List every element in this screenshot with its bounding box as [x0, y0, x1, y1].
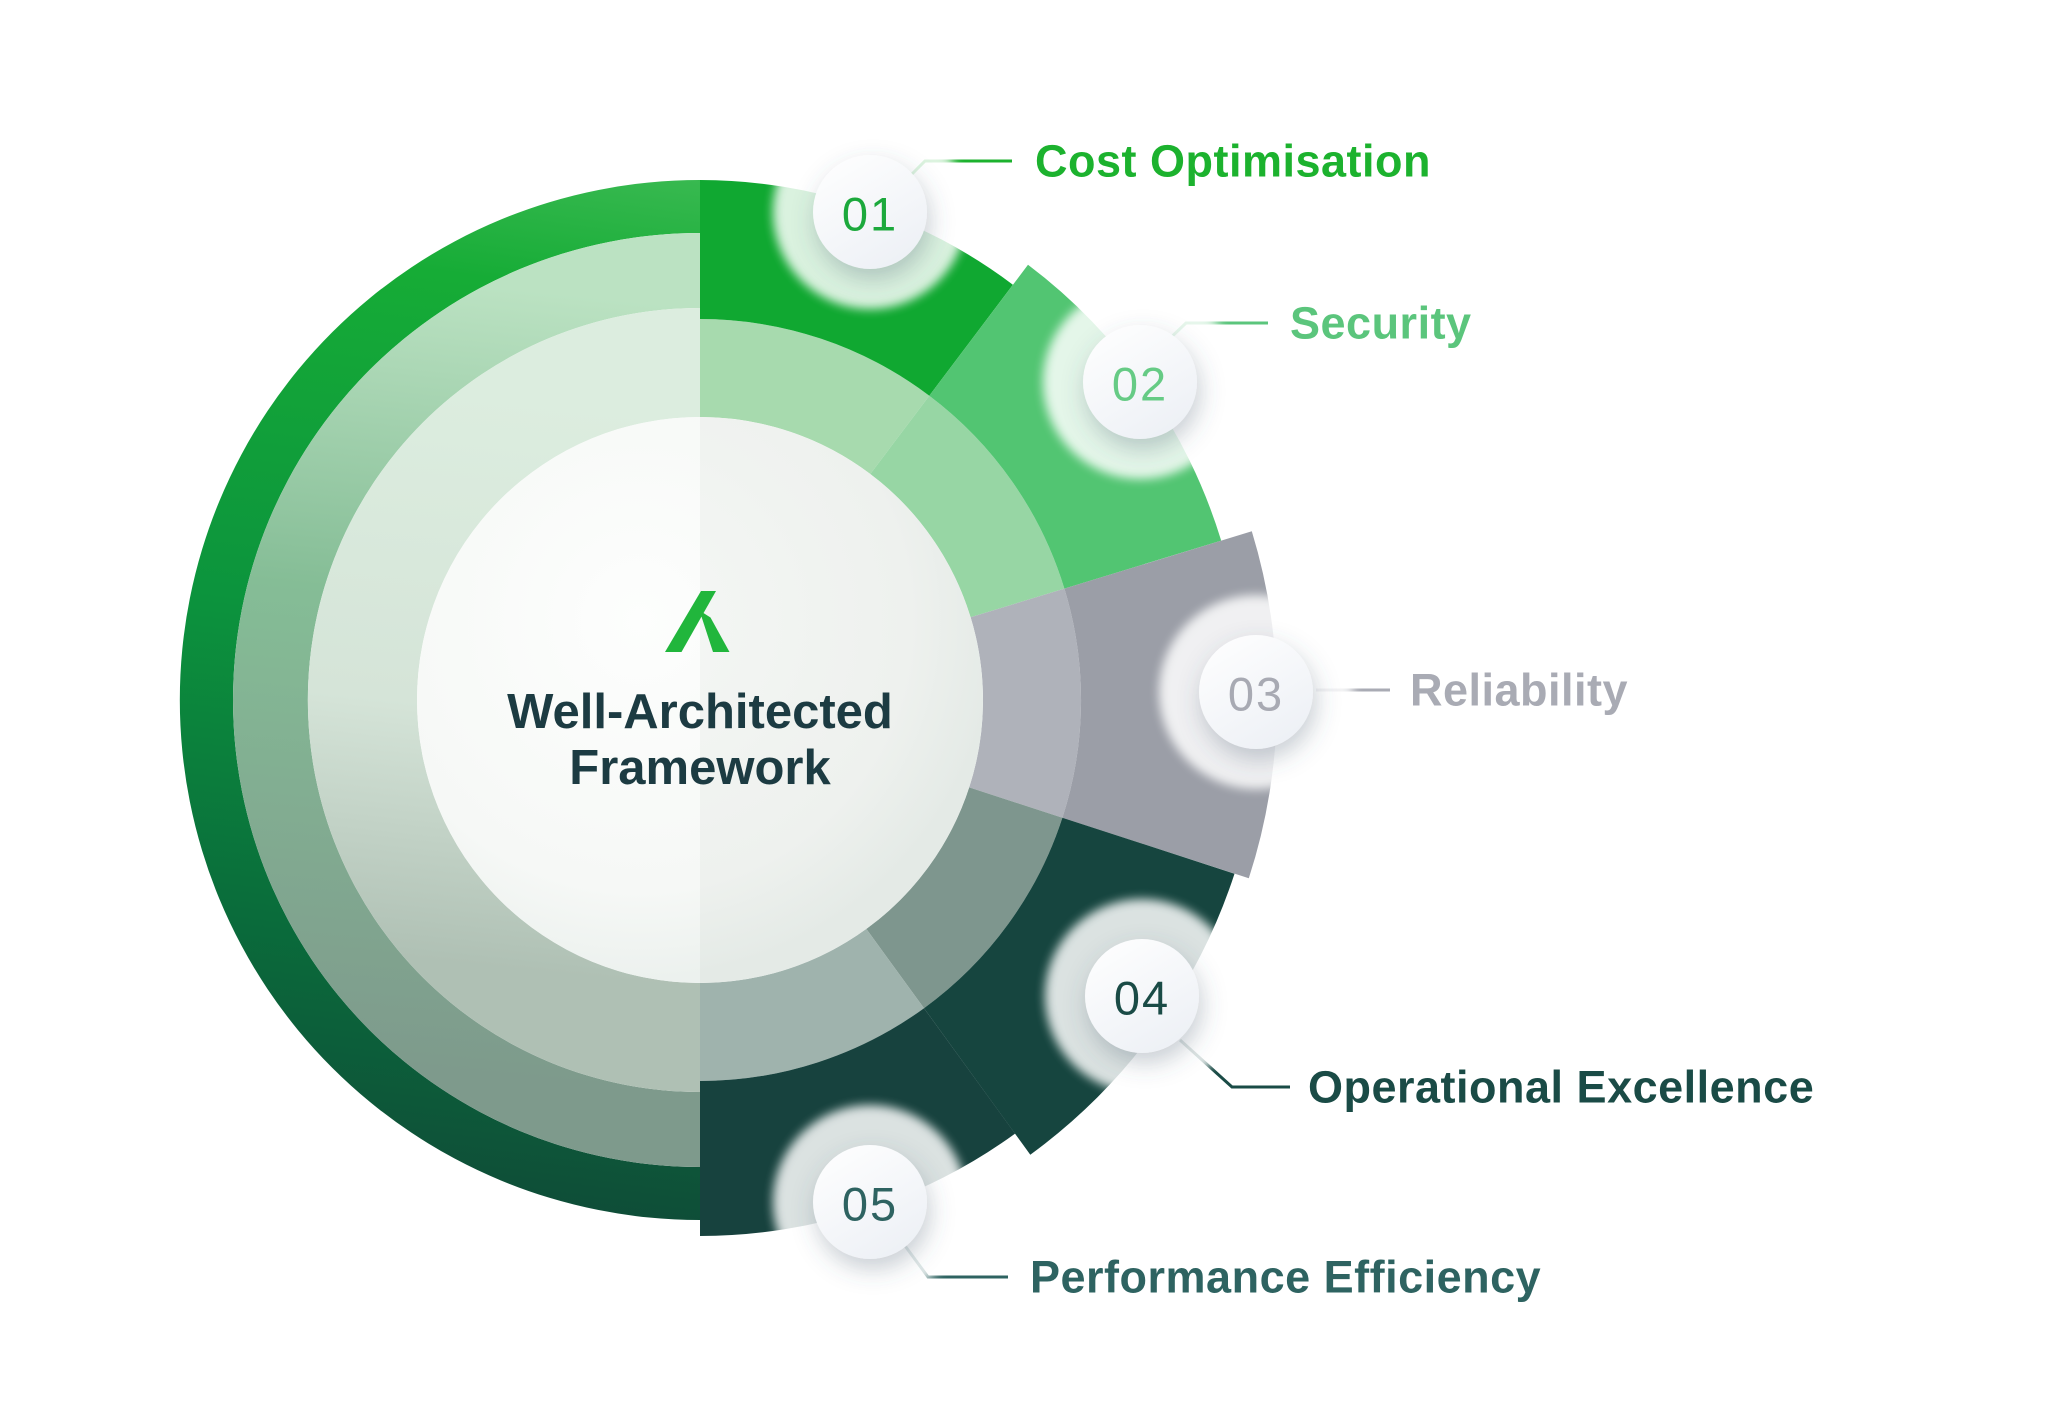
badge-03-number: 03 — [1228, 668, 1284, 721]
inner-band-reliability — [969, 588, 1082, 818]
badge-05: 05 — [813, 1145, 927, 1259]
badge-01-circle — [813, 155, 927, 269]
badge-02: 02 — [1083, 325, 1197, 439]
label-operational-excellence: Operational Excellence — [1308, 1062, 1814, 1113]
label-cost-optimisation: Cost Optimisation — [1035, 136, 1431, 187]
center-title-line1: Well-Architected — [507, 685, 893, 739]
inner-band-operational-excellence — [866, 787, 1063, 1009]
logo-left-stroke — [665, 591, 716, 652]
badge-04: 04 — [1085, 939, 1199, 1053]
left-ring-outer-band — [179, 179, 700, 1221]
center-circle — [417, 417, 983, 983]
left-ring-middle-band — [233, 233, 700, 1167]
inner-band-performance-efficiency — [700, 928, 924, 1081]
inner-band-cost-optimisation — [700, 319, 930, 474]
badge-05-circle — [813, 1145, 927, 1259]
mountain-logo-icon — [665, 591, 730, 652]
badge-03-circle — [1199, 635, 1313, 749]
badge-02-circle — [1083, 325, 1197, 439]
inner-band-security — [870, 395, 1065, 618]
logo-right-stroke — [699, 610, 730, 652]
left-ring-inner-band — [307, 308, 700, 1092]
center-title-line2: Framework — [569, 741, 831, 795]
badge-04-circle — [1085, 939, 1199, 1053]
label-reliability: Reliability — [1410, 665, 1628, 716]
label-performance-efficiency: Performance Efficiency — [1030, 1252, 1541, 1303]
badge-03: 03 — [1199, 635, 1313, 749]
badge-04-number: 04 — [1114, 972, 1170, 1025]
label-security: Security — [1290, 298, 1472, 349]
badge-01-number: 01 — [842, 188, 898, 241]
inner-band-segments — [700, 319, 1082, 1081]
segment-labels: Cost Optimisation Security Reliability O… — [1030, 136, 1814, 1303]
badge-02-number: 02 — [1112, 358, 1168, 411]
center-circle-right-shade — [700, 417, 983, 983]
badge-05-number: 05 — [842, 1178, 898, 1231]
badges: 01 02 03 04 05 — [813, 155, 1313, 1259]
center-content: Well-Architected Framework — [507, 591, 893, 795]
left-ring-group — [179, 179, 700, 1221]
badge-01: 01 — [813, 155, 927, 269]
